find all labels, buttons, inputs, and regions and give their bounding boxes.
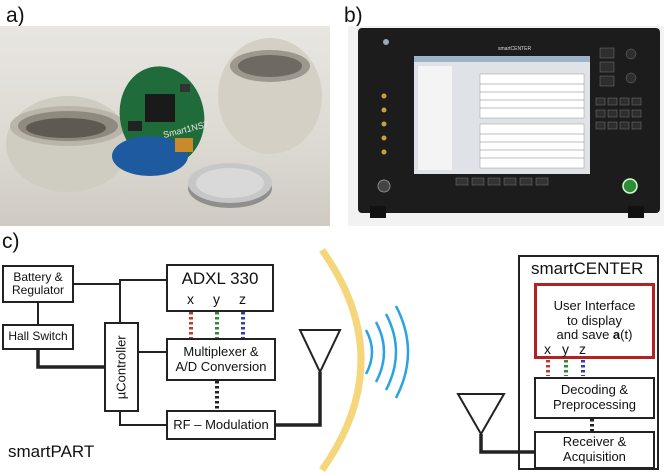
battery-regulator-box: Battery & Regulator [2, 265, 74, 303]
device-title: smartCENTER [498, 46, 531, 52]
smartcenter-title: smartCENTER [531, 259, 644, 278]
panel-label-a: a) [6, 4, 25, 27]
ui-line-1: User Interface [553, 298, 636, 314]
smartpart-axis-x: x [187, 291, 194, 307]
radio-waves [364, 305, 410, 399]
sphere-shell-arc [319, 247, 365, 473]
wire-controller-adxl [119, 279, 166, 322]
rf-modulation-box: RF – Modulation [166, 410, 276, 440]
multiplexer-box: Multiplexer & A/D Conversion [166, 338, 276, 381]
ui-line-3-bold: a [612, 327, 621, 343]
wire-controller-rf [119, 412, 168, 426]
panel-label-b: b) [344, 4, 363, 27]
ui-line-2: to display [567, 312, 622, 328]
wire-antenna-receiver [479, 434, 534, 454]
antenna-right [456, 393, 506, 437]
wire-battery-controller [74, 283, 121, 322]
adxl-box: ADXL 330 [166, 264, 274, 312]
photo-smartcenter-device: smartCENTER [348, 26, 664, 226]
wire-rf-antenna [276, 372, 322, 427]
ui-line-3-prefix: and save [556, 327, 613, 343]
photo-smartcenter-art: smartCENTER [358, 28, 660, 218]
photo-sensor-sphere-art: Smart1NST [6, 38, 322, 208]
smartpart-label: smartPART [8, 442, 95, 461]
panel-label-c: c) [2, 230, 20, 253]
smartpart-axis-z: z [239, 291, 246, 307]
photo-sensor-sphere: Smart1NST [0, 26, 330, 226]
ui-line-3: and save a(t) [556, 327, 633, 343]
smartpart-axis-y: y [213, 291, 220, 307]
receiver-box: Receiver & Acquisition [534, 431, 655, 469]
antenna-left [298, 329, 342, 375]
smartcenter-axis-y: y [562, 341, 569, 357]
smartcenter-frame [518, 255, 659, 470]
hall-switch-box: Hall Switch [2, 324, 74, 350]
controller-box: µController [104, 322, 139, 412]
decoding-box: Decoding & Preprocessing [534, 377, 655, 419]
ui-line-3-suffix: (t) [620, 327, 633, 343]
wire-hall-controller [36, 350, 104, 369]
controller-label: µController [113, 335, 129, 399]
smartcenter-axis-x: x [544, 341, 551, 357]
user-interface-box: User Interface to display and save a(t) [534, 283, 655, 359]
adxl-label: ADXL 330 [181, 269, 259, 288]
smartcenter-axis-z: z [579, 341, 586, 357]
